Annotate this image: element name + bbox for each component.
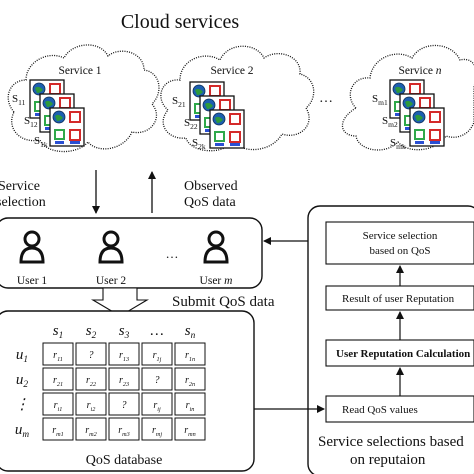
service-2-instance-label: S21 [172,95,186,109]
qos-column-header: sn [185,323,196,341]
service-document-icon [49,107,85,147]
qos-cell [108,367,140,391]
cloud-services-title: Cloud services [121,11,240,33]
qos-cell-value: r1n [185,350,195,363]
qos-cell-value: ri1 [54,400,63,413]
user-icons [19,230,229,264]
qos-cell-value: rmj [152,425,162,438]
service-document-icon [209,109,245,149]
service-n-label: Service n [398,65,441,77]
qos-cell [75,342,107,366]
qos-cell [141,392,173,416]
service-n-instance-label: Sm1 [372,93,388,107]
service-1-instance-label: S1k [34,135,48,149]
submit-qos-hollow-arrow [90,287,150,317]
service-1-instance-label: S11 [12,93,26,107]
qos-row-header: u2 [16,372,29,390]
qos-cell [174,342,206,366]
qos-cell [108,342,140,366]
selection-based-on-qos-box [325,221,474,265]
qos-cell [141,342,173,366]
result-reputation-text: Result of user Reputation [342,293,455,305]
qos-cell [42,417,74,441]
reputation-panel-caption: on reputaion [350,452,426,468]
service-2-document-stack [189,81,245,149]
qos-column-header: s3 [119,323,130,341]
qos-cell-value: rin [186,400,195,413]
qos-cell-value: rm2 [85,425,96,438]
service-n-instance-label: Sm2 [382,115,398,129]
qos-cell-value: rm1 [52,425,63,438]
qos-cell-value: r1j [153,350,162,363]
qos-row-header: um [15,422,30,440]
user-1-label: User 1 [17,275,48,287]
read-qos-text: Read QoS values [342,404,418,416]
result-reputation-box [325,285,474,311]
user-2-label: User 2 [96,275,127,287]
qos-cell [42,367,74,391]
qos-cell [174,392,206,416]
qos-column-header: s1 [53,323,64,341]
service-2-cloud [160,45,315,152]
user-icon [203,230,229,264]
service-n-document-stack [389,79,445,147]
service-document-icon [409,107,445,147]
service-1-document-stack [29,79,85,147]
qos-matrix: s1 s2 s3 … sn u1 u2 ⋮ um r11? r13 r1j r1n r21 r22 r23? r… [15,323,206,441]
qos-cell [174,367,206,391]
qos-row-header: ⋮ [15,397,30,413]
qos-cell [75,367,107,391]
qos-cell-value: rmn [184,425,195,438]
service-2-instance-label: S2k [192,137,206,151]
qos-cell [42,342,74,366]
user-m-label: User m [200,275,233,287]
service-selection-label: Service [0,179,40,194]
qos-cell-value: ? [89,350,94,361]
qos-cell-value: ? [155,375,160,386]
user-icon [19,230,45,264]
qos-cell-value: r2n [185,375,195,388]
qos-cell-value: rij [153,400,161,413]
qos-column-header: … [150,323,163,339]
qos-cell [141,417,173,441]
qos-column-header: s2 [86,323,97,341]
qos-cell-value: r13 [119,350,129,363]
user-icon [98,230,124,264]
users-ellipsis: … [166,246,179,261]
qos-cell-value: r11 [53,350,63,363]
qos-cell [42,392,74,416]
services-ellipsis: … [319,91,333,106]
qos-cell-value: ri2 [87,400,96,413]
observed-qos-label: Observed [184,179,238,194]
qos-cell [141,367,173,391]
observed-qos-label: QoS data [184,195,237,210]
qos-cell-value: r23 [119,375,129,388]
submit-qos-label: Submit QoS data [172,294,275,310]
qos-cell [75,417,107,441]
selection-based-on-qos-text: based on QoS [369,245,430,257]
qos-row-header: u1 [16,347,28,365]
qos-cell [174,417,206,441]
qos-cell [108,392,140,416]
qos-cell [108,417,140,441]
selection-based-on-qos-text: Service selection [363,230,438,242]
reputation-calculation-text: User Reputation Calculation [336,348,470,360]
service-1-instance-label: S12 [24,115,38,129]
service-selection-label: selection [0,195,46,210]
qos-cell-value: ? [122,400,127,411]
qos-cell-value: rm3 [118,425,129,438]
qos-cell-value: r21 [53,375,63,388]
service-2-instance-label: S22 [184,117,198,131]
reputation-panel-caption: Service selections based [318,434,464,450]
qos-cell [75,392,107,416]
service-1-label: Service 1 [58,65,101,77]
qos-database-caption: QoS database [86,453,163,468]
service-2-label: Service 2 [210,65,253,77]
qos-cell-value: r22 [86,375,96,388]
read-qos-box [325,395,474,423]
service-n-instance-label: Smk [390,137,406,151]
